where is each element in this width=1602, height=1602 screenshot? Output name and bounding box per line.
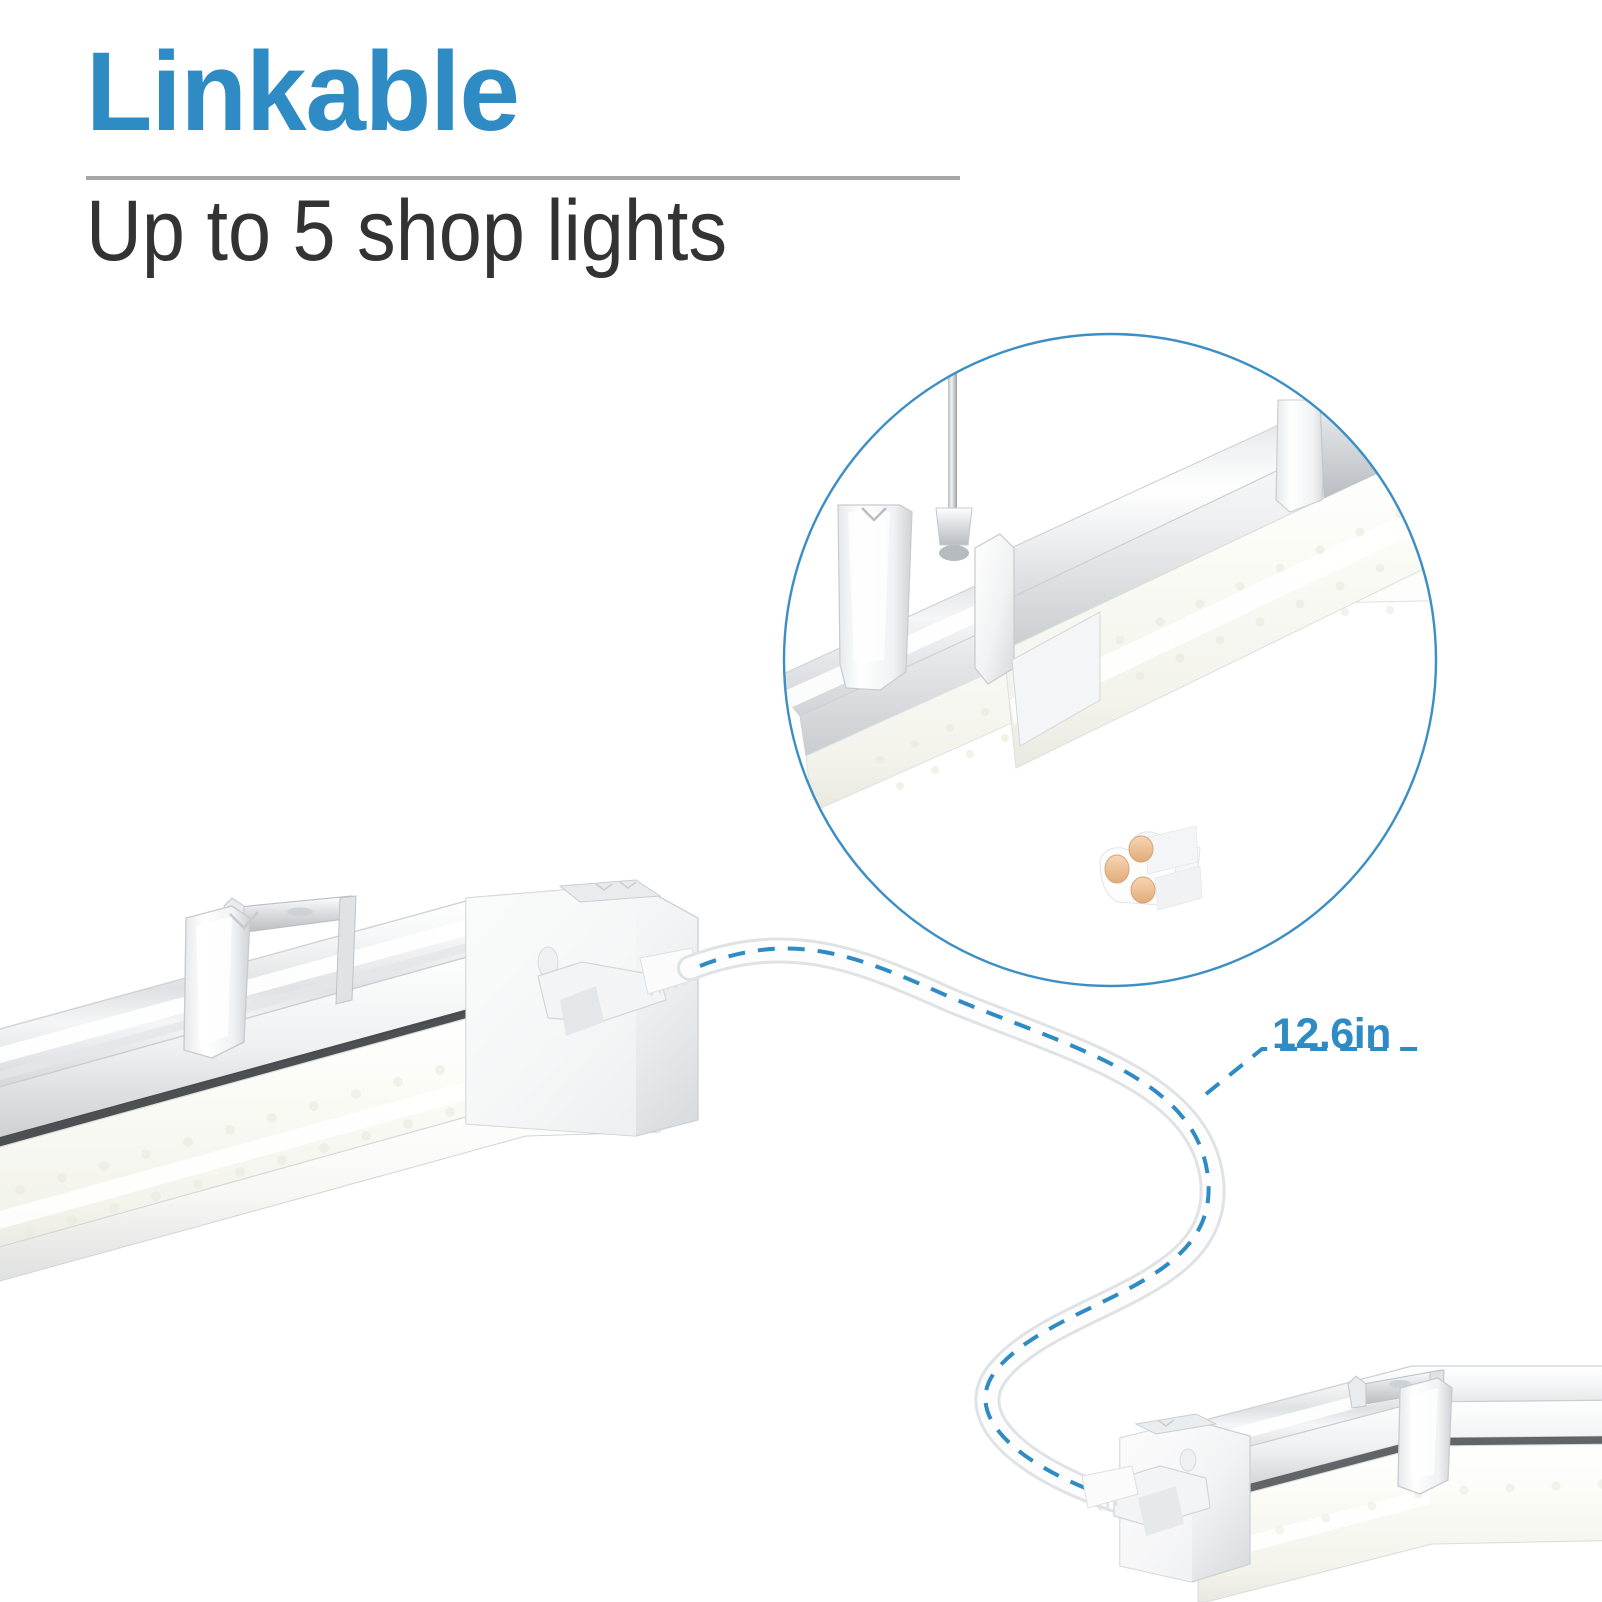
cable-length-dashed-trace bbox=[699, 946, 1420, 1500]
linked-fixture-end-cap bbox=[1081, 1413, 1251, 1583]
led-shop-light-fixture bbox=[0, 879, 701, 1282]
callout-mounting-clip bbox=[837, 504, 913, 691]
linked-led-shop-light-fixture bbox=[1081, 1365, 1602, 1602]
title-divider bbox=[86, 176, 960, 180]
page-subtitle: Up to 5 shop lights bbox=[86, 183, 728, 279]
three-conductor-cable-cross-section bbox=[1099, 825, 1203, 911]
callout-circle-outline bbox=[782, 332, 1438, 988]
cable-length-label: 12.6in bbox=[1272, 1010, 1391, 1058]
mounting-bracket bbox=[183, 895, 357, 1059]
linked-fixture-mounting-clip bbox=[1347, 1369, 1453, 1495]
hanging-wire-mount bbox=[935, 370, 973, 561]
linking-power-cable bbox=[677, 937, 1226, 1513]
callout-contents bbox=[784, 334, 1436, 986]
page-title: Linkable bbox=[86, 29, 520, 154]
zoom-detail-callout bbox=[782, 332, 1438, 988]
fixture-end-cap bbox=[465, 879, 701, 1137]
